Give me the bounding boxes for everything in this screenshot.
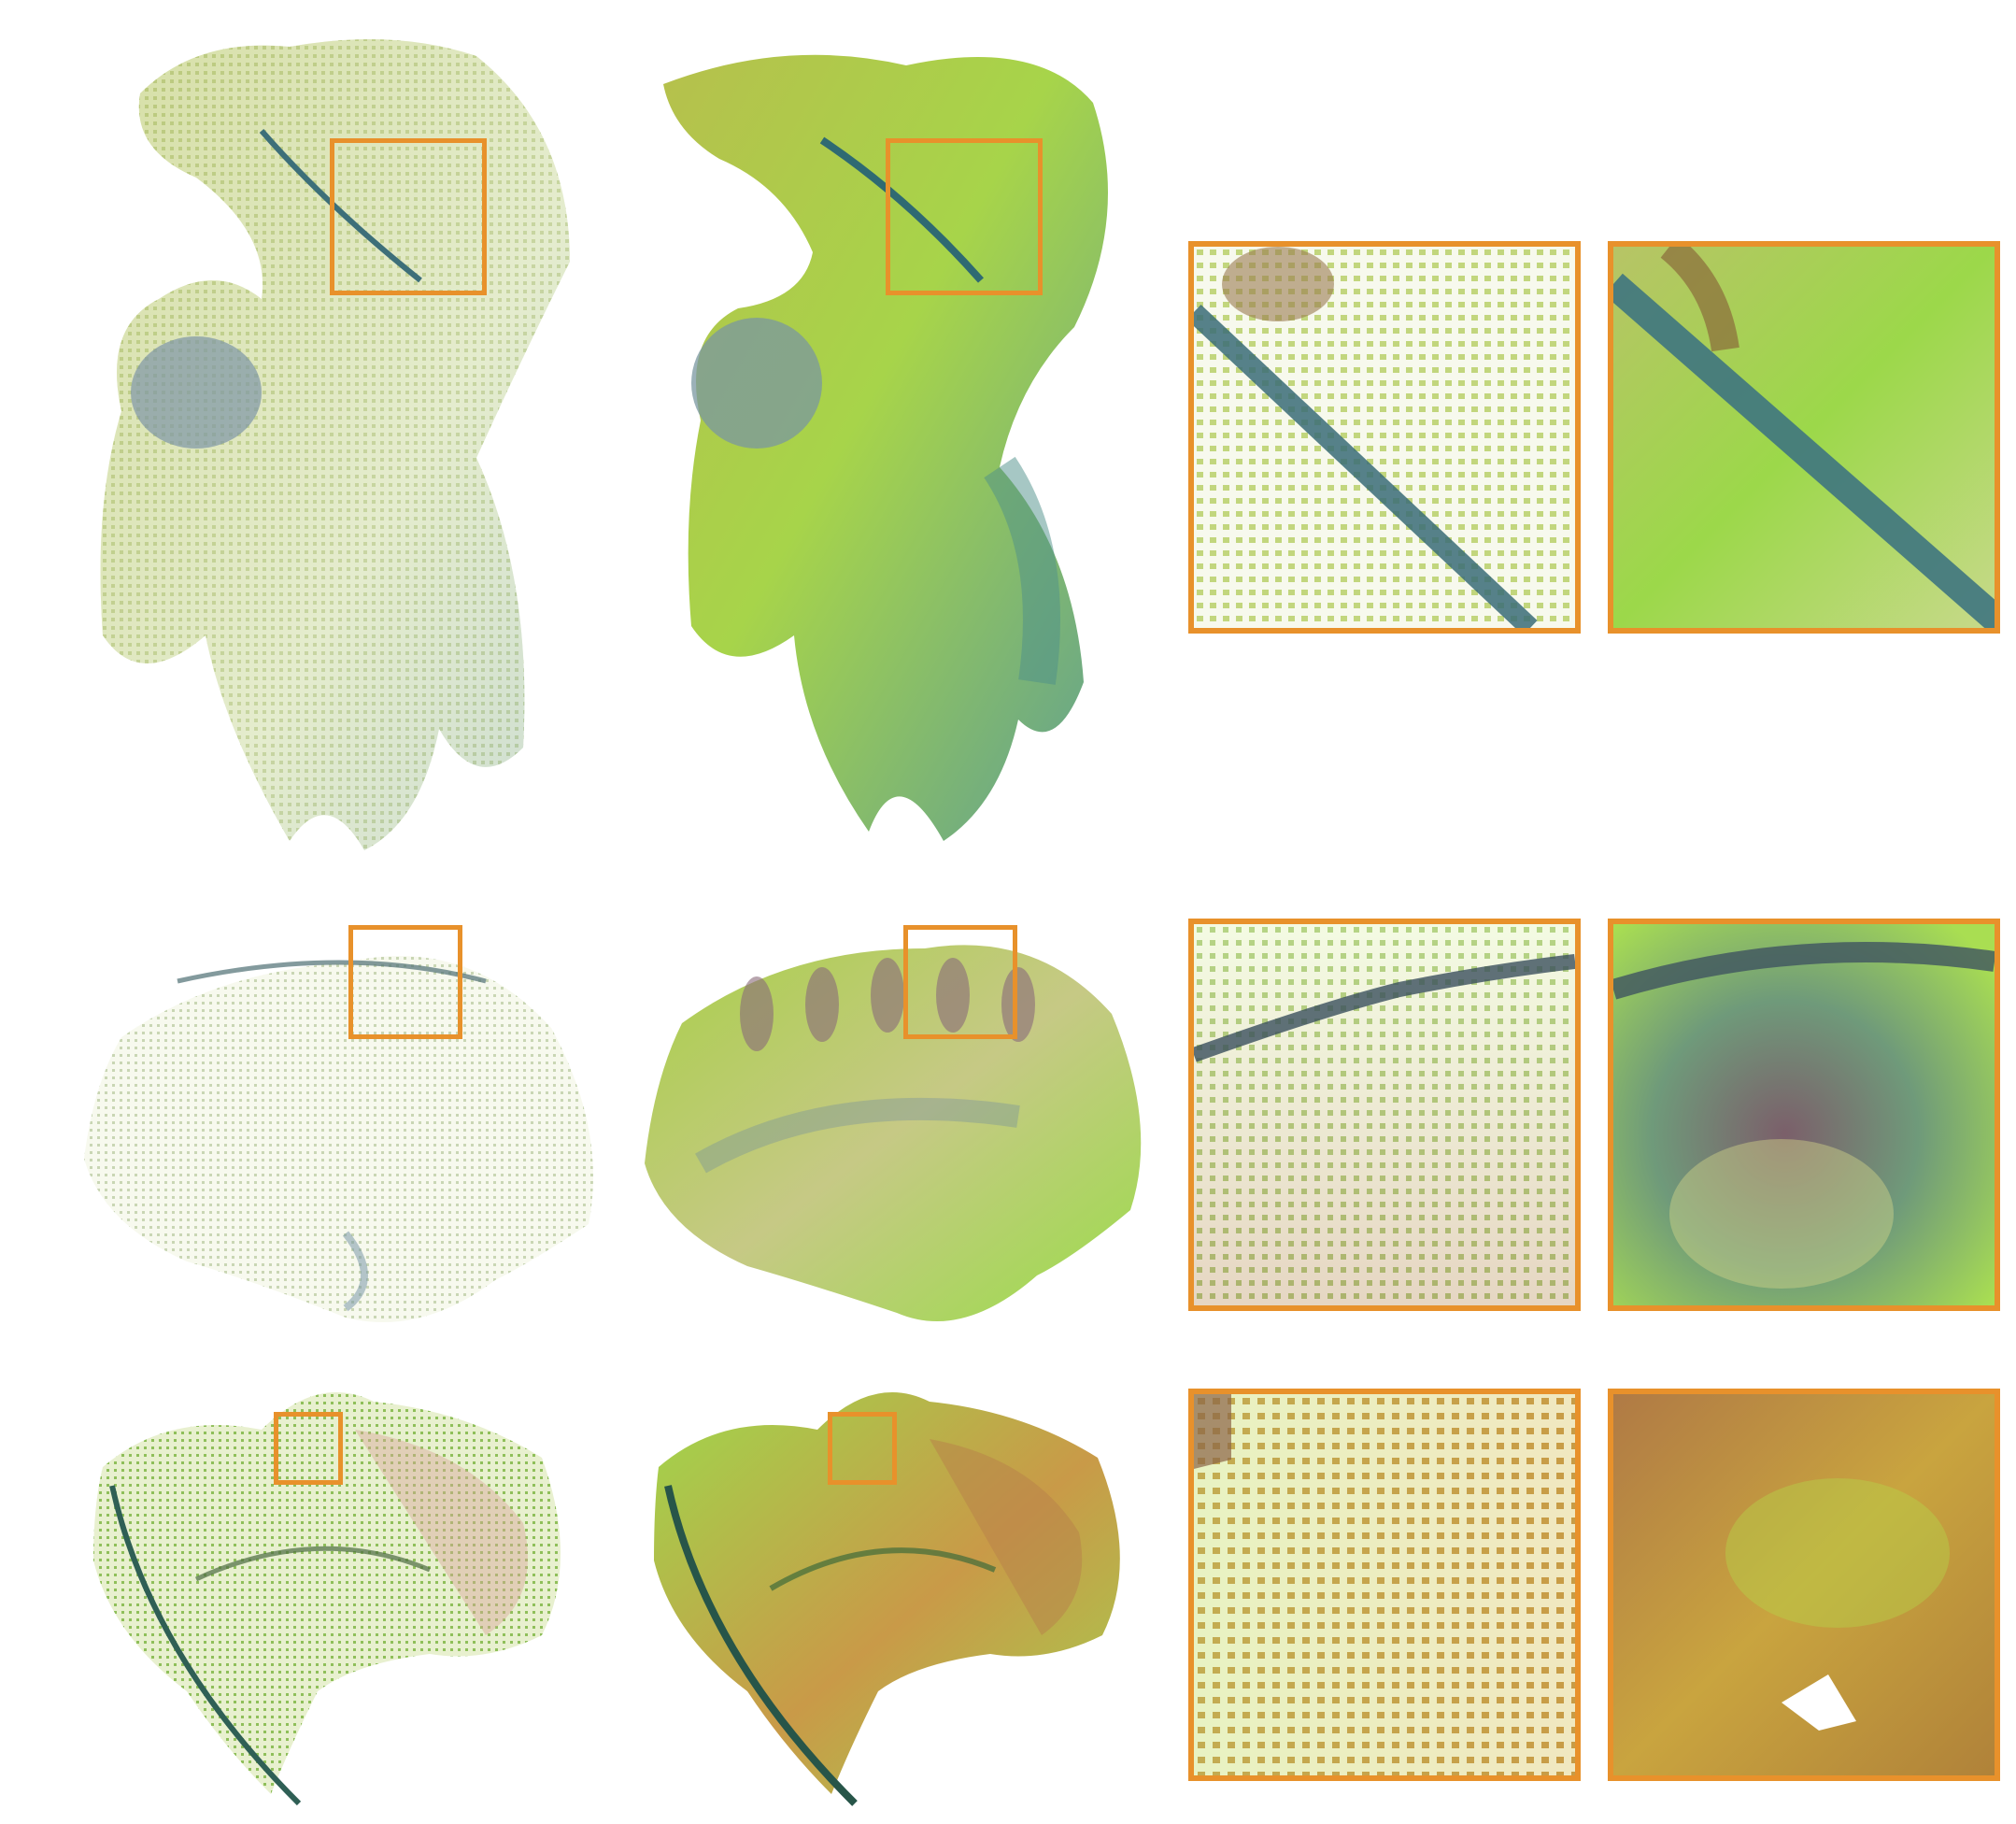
row3-reconstructed-surface [631,1355,1140,1813]
surface-shape [663,54,1108,841]
row2-zoom-point-cloud [1188,919,1581,1311]
row2-col2-zoom-box [903,925,1017,1039]
row3-col1-zoom-box [274,1412,343,1485]
point-cloud-shape [84,956,593,1322]
row3-col2-zoom-box [828,1412,897,1485]
row3-zoom-point-cloud [1188,1389,1581,1781]
row3-point-cloud [75,1355,579,1813]
row2-zoom-surface [1608,919,2000,1311]
row1-col1-zoom-box [330,138,487,295]
row1-zoom-point-cloud [1188,241,1581,634]
row2-reconstructed-surface [626,920,1158,1341]
row1-col2-zoom-box [886,138,1043,295]
row1-zoom-surface [1608,241,2000,634]
point-cloud-shape [93,1392,561,1794]
row2-col1-zoom-box [348,925,462,1039]
row1-point-cloud [84,19,589,860]
row1-reconstructed-surface [645,28,1140,860]
row2-point-cloud [65,925,607,1336]
row3-zoom-surface [1608,1389,2000,1781]
